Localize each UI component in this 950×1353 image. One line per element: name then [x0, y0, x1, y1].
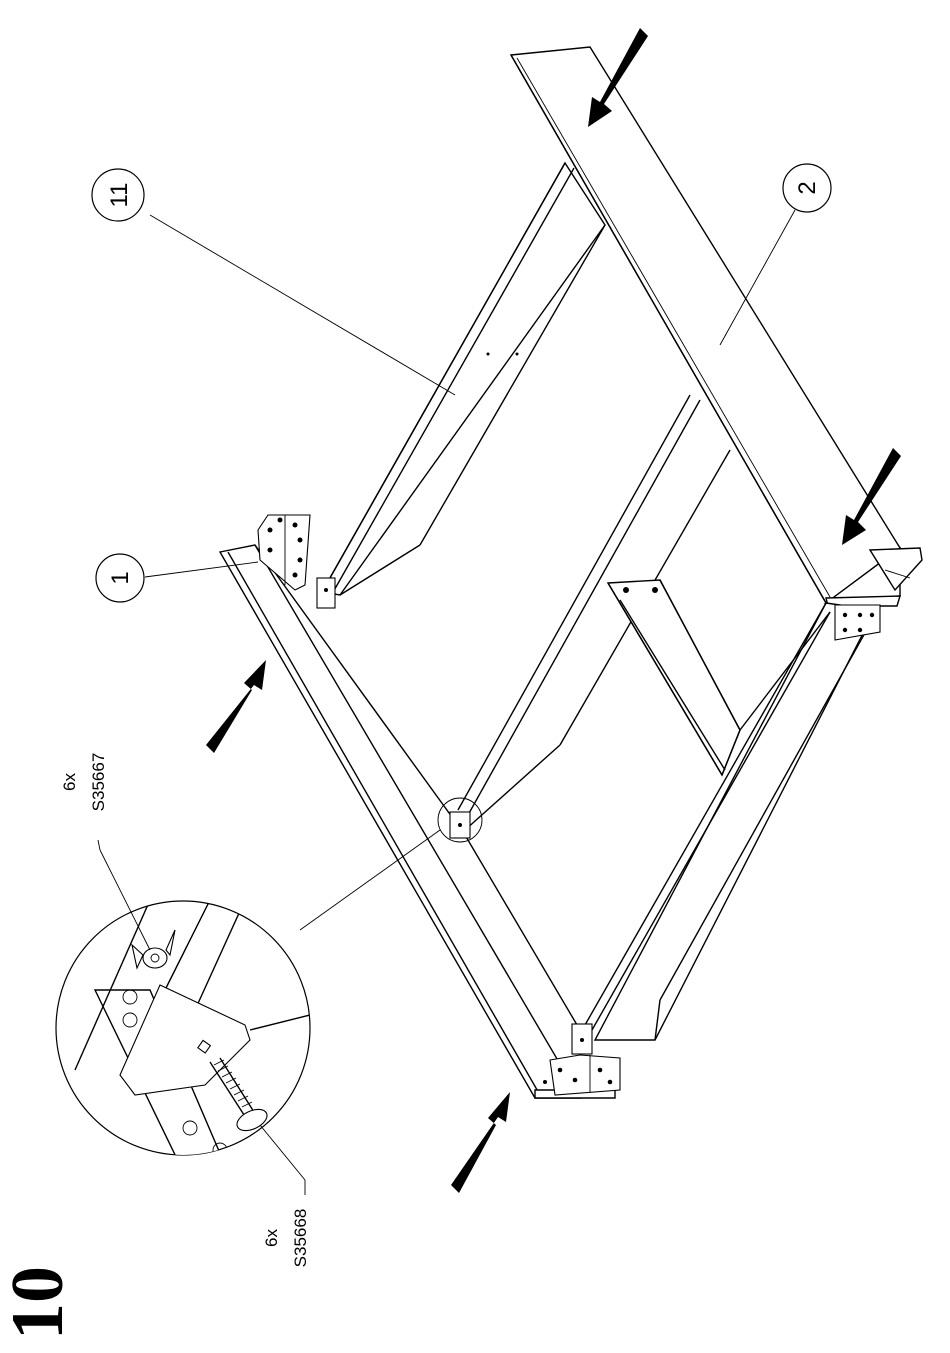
wing-nut-quantity: 6x [60, 773, 79, 791]
part-label-wing-nut: 6x S35667 [60, 753, 108, 812]
detail-zoom [56, 900, 330, 1165]
carriage-bolt-code: S35668 [291, 1209, 310, 1268]
part-label-carriage-bolt: 6x S35668 [262, 1209, 310, 1268]
carriage-bolt-quantity: 6x [262, 1229, 281, 1247]
connector-bottom [572, 1024, 592, 1054]
callout-2-label: 2 [794, 181, 821, 194]
wing-nut-leader-1 [98, 840, 100, 850]
callout-11-label: 11 [106, 183, 133, 208]
bolt-leader-1 [260, 1125, 305, 1180]
push-arrow-left-lower [451, 1092, 510, 1193]
rail-11 [322, 163, 605, 595]
step-number: 10 [0, 1266, 79, 1340]
corner-bracket-bottom [550, 1055, 620, 1095]
callout-11: 11 [92, 169, 455, 395]
push-arrow-left-upper [206, 660, 266, 753]
wing-nut-code: S35667 [89, 753, 108, 812]
front-rail [585, 603, 875, 1040]
corner-bracket-right [835, 605, 880, 640]
middle-rail [458, 395, 730, 830]
side-rail-2 [511, 47, 922, 606]
callout-1-label: 1 [107, 571, 134, 584]
connector-middle [450, 812, 470, 838]
connector-top [317, 578, 335, 608]
